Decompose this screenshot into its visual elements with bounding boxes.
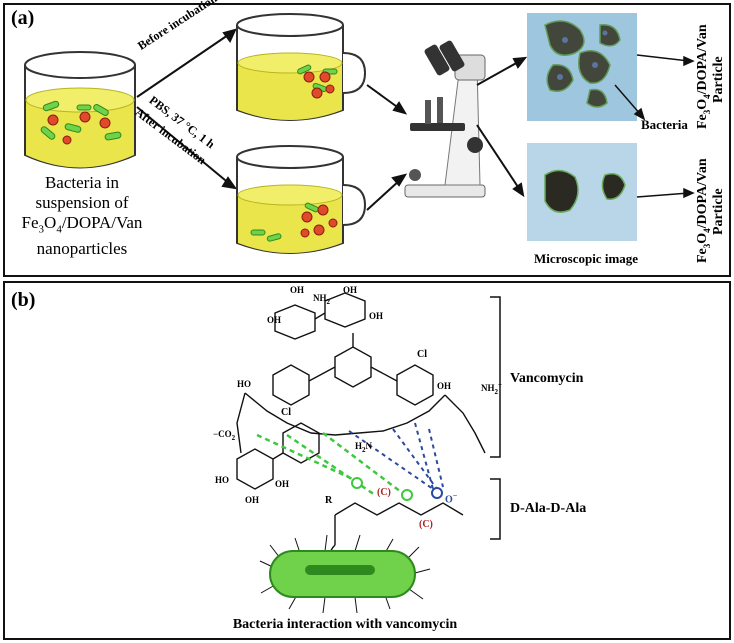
microscopic-image-top <box>527 13 637 121</box>
vancomycin-label: Vancomycin <box>510 371 584 386</box>
panel-a-label: (a) <box>11 7 35 29</box>
panel-a-drawing <box>24 13 695 254</box>
particle-label-top: Fe3O4/DOPA/Van <box>695 24 712 129</box>
atom-o-minus: O− <box>445 491 458 506</box>
atom-oh3: OH <box>267 315 282 325</box>
atom-oh-bottom2: OH <box>245 495 260 505</box>
beaker-caption-line3: Fe3O4/DOPA/Van <box>21 213 143 236</box>
panel-b-caption: Bacteria interaction with vancomycin <box>232 617 458 632</box>
atom-co2: −CO2 <box>213 429 236 442</box>
particle-label-bottom: Fe3O4/DOPA/Van <box>695 158 712 263</box>
beaker-after <box>236 145 367 254</box>
beaker-caption: Bacteria in suspension of Fe3O4/DOPA/Van… <box>7 173 157 259</box>
particle-label-top-line2: Particle <box>711 56 726 103</box>
atom-oh-bottom: OH <box>275 479 290 489</box>
atom-oh1: OH <box>290 285 305 295</box>
bacterium-icon <box>259 534 431 614</box>
atom-ho1: HO <box>237 379 252 389</box>
particle-label-bottom-line2: Particle <box>711 188 726 235</box>
microscopic-image-bottom <box>527 143 637 241</box>
to-images-arrows <box>476 56 528 198</box>
atom-ho-bottom: HO <box>215 475 230 485</box>
atom-cl2: Cl <box>281 407 291 418</box>
atom-c1: (C) <box>377 487 391 498</box>
panel-a: (a) <box>3 0 731 277</box>
beaker-before <box>236 13 367 121</box>
microscopic-image-caption: Microscopic image <box>533 251 639 266</box>
main-beaker <box>24 51 136 169</box>
branch-arrows <box>136 28 238 190</box>
dala-bracket <box>490 478 501 540</box>
to-microscope-arrows <box>366 84 408 211</box>
atom-nh2b: NH2+ <box>481 381 502 396</box>
atom-oh4: OH <box>369 311 384 321</box>
atom-nh2: NH2 <box>313 293 330 306</box>
atom-oh5: OH <box>437 381 452 391</box>
bacteria-label: Bacteria <box>641 117 688 132</box>
microscope-icon <box>404 40 486 198</box>
vancomycin-bracket <box>490 296 501 458</box>
atom-h2n: H2N <box>355 441 373 454</box>
panel-b-label: (b) <box>11 289 36 311</box>
beaker-caption-line4: nanoparticles <box>36 239 128 259</box>
panel-b: (b) <box>3 281 731 640</box>
dala-label: D-Ala-D-Ala <box>510 501 587 516</box>
atom-r: R <box>325 495 333 506</box>
vancomycin-structure <box>236 292 501 614</box>
atom-oh2: OH <box>343 285 358 295</box>
beaker-caption-line1: Bacteria in <box>44 173 120 192</box>
beaker-caption-line2: suspension of <box>35 193 129 212</box>
atom-cl1: Cl <box>417 349 427 360</box>
atom-c2: (C) <box>419 519 433 530</box>
